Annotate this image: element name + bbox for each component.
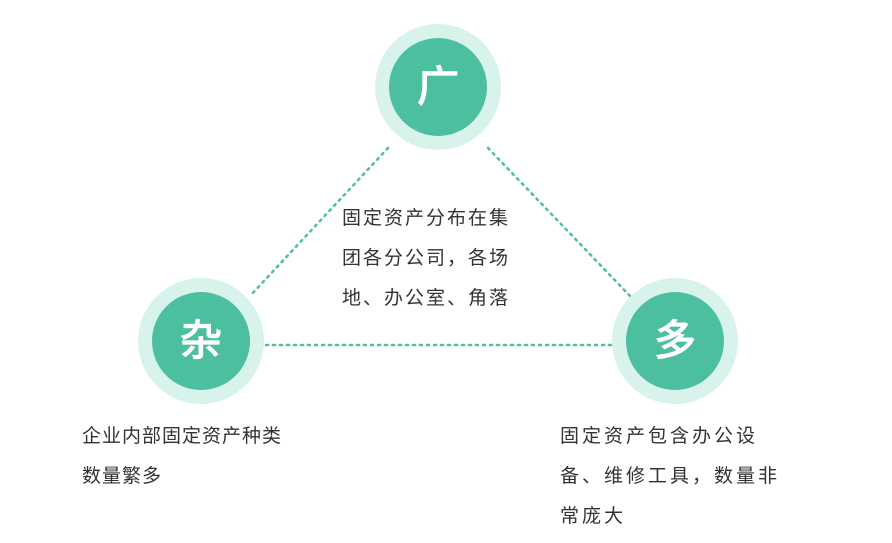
- description-duo: 固定资产包含办公设 备、维修工具，数量非 常庞大: [560, 416, 810, 536]
- node-guang: 广: [375, 24, 501, 150]
- description-line: 数量繁多: [82, 465, 163, 487]
- description-line: 固定资产分布在集: [342, 207, 511, 229]
- node-za-label: 杂: [152, 292, 250, 390]
- description-za: 企业内部固定资产种类 数量繁多: [82, 416, 342, 496]
- connector-top-right: [486, 146, 632, 298]
- description-line: 团各分公司，各场: [342, 247, 511, 269]
- node-duo: 多: [612, 278, 738, 404]
- node-za: 杂: [138, 278, 264, 404]
- description-line: 常庞大: [560, 505, 627, 527]
- description-line: 企业内部固定资产种类: [82, 425, 283, 447]
- node-duo-label: 多: [626, 292, 724, 390]
- description-guang: 固定资产分布在集 团各分公司，各场 地、办公室、角落: [342, 198, 552, 318]
- node-guang-label: 广: [389, 38, 487, 136]
- description-line: 固定资产包含办公设: [560, 425, 759, 447]
- connector-top-left: [248, 146, 390, 298]
- description-line: 备、维修工具，数量非: [560, 465, 781, 487]
- description-line: 地、办公室、角落: [342, 287, 511, 309]
